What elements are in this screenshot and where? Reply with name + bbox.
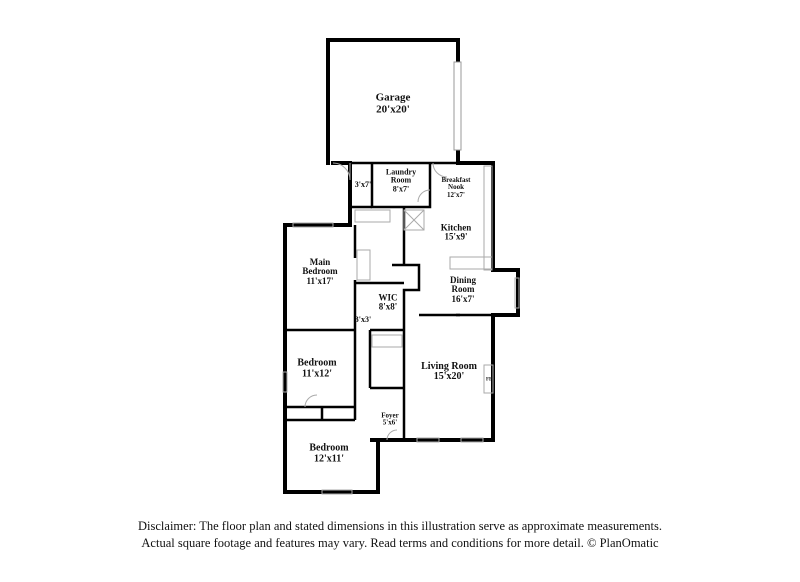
- room-name: Laundry Room: [385, 167, 417, 185]
- garage-door: [453, 61, 462, 151]
- room-hall: 3'x7': [354, 179, 372, 189]
- room-dims: 15'x9': [444, 232, 468, 242]
- room-dims: 11'x17': [306, 275, 334, 286]
- room-name: Garage: [375, 91, 411, 104]
- interior-walls: [285, 161, 493, 440]
- room-dims: 15'x20': [433, 370, 465, 382]
- room-closet: 3'x3': [354, 314, 372, 324]
- disclaimer-line-2: Actual square footage and features may v…: [141, 536, 659, 550]
- fireplace-label: FP: [485, 377, 493, 383]
- room-name: Kitchen: [440, 222, 472, 233]
- room-name: Main Bedroom: [302, 256, 338, 277]
- fixtures: [282, 162, 520, 495]
- room-dims: 20'x20': [376, 103, 410, 115]
- room-name: Bedroom: [297, 357, 337, 369]
- room-dims: 5'x6': [382, 419, 398, 427]
- room-name: Dining Room: [449, 274, 476, 295]
- room-dims: 8'x8': [378, 302, 398, 312]
- disclaimer-line-1: Disclaimer: The floor plan and stated di…: [138, 519, 662, 533]
- room-dims: 3'x3': [354, 314, 372, 324]
- room-name: Living Room: [421, 361, 477, 372]
- room-name: WIC: [378, 292, 398, 303]
- room-dims: 11'x12': [301, 368, 333, 379]
- room-dims: 12'x11': [313, 453, 345, 464]
- room-dims: 12'x7': [447, 190, 465, 199]
- room-dims: 16'x7': [451, 293, 475, 304]
- room-dims: 8'x7': [392, 184, 410, 194]
- room-name: Breakfast Nook: [441, 175, 471, 192]
- room-name: Foyer: [381, 411, 399, 420]
- room-name: Bedroom: [309, 442, 349, 454]
- room-dims: 3'x7': [354, 179, 372, 189]
